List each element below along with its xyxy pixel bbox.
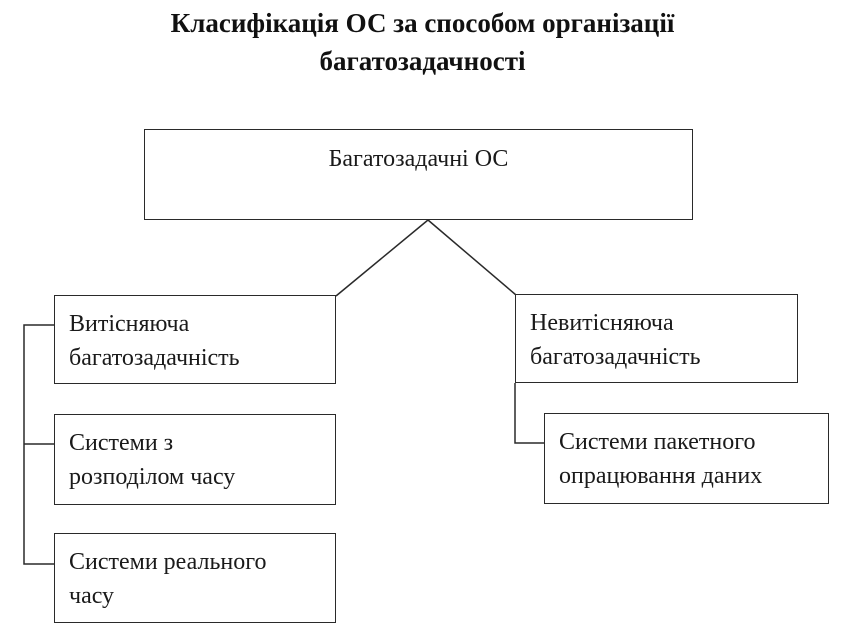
root-node-label: Багатозадачні ОС [328,146,509,172]
node-preemptive-line-1: Витісняюча [69,311,190,337]
node-real-time-systems: Системи реального часу [54,533,336,623]
node-real-time-line-2: часу [69,583,115,609]
node-preemptive-multitasking: Витісняюча багатозадачність [54,295,336,384]
node-time-sharing-line-1: Системи з [69,430,174,456]
node-time-sharing-line-2: розподілом часу [69,464,236,490]
node-preemptive-line-2: багатозадачність [69,345,240,371]
node-batch-line-1: Системи пакетного [559,429,756,455]
connector-nonpreemptive-children [514,383,544,444]
node-non-preemptive-line-1: Невитісняюча [530,310,674,336]
node-non-preemptive-multitasking: Невитісняюча багатозадачність [515,294,798,383]
node-time-sharing-systems: Системи з розподілом часу [54,414,336,505]
connector-root-to-nonpreemptive [427,219,517,296]
diagram-title: Класифікація ОС за способом організації … [0,4,845,80]
diagram-title-line-1: Класифікація ОС за способом організації [170,8,675,38]
diagram-title-line-2: багатозадачності [319,46,526,76]
node-non-preemptive-line-2: багатозадачність [530,344,701,370]
node-real-time-line-1: Системи реального [69,549,267,575]
root-node-multitasking-os: Багатозадачні ОС [144,129,693,220]
connector-root-to-preemptive [335,219,429,297]
node-batch-line-2: опрацювання даних [559,463,763,489]
node-batch-processing-systems: Системи пакетного опрацювання даних [544,413,829,504]
